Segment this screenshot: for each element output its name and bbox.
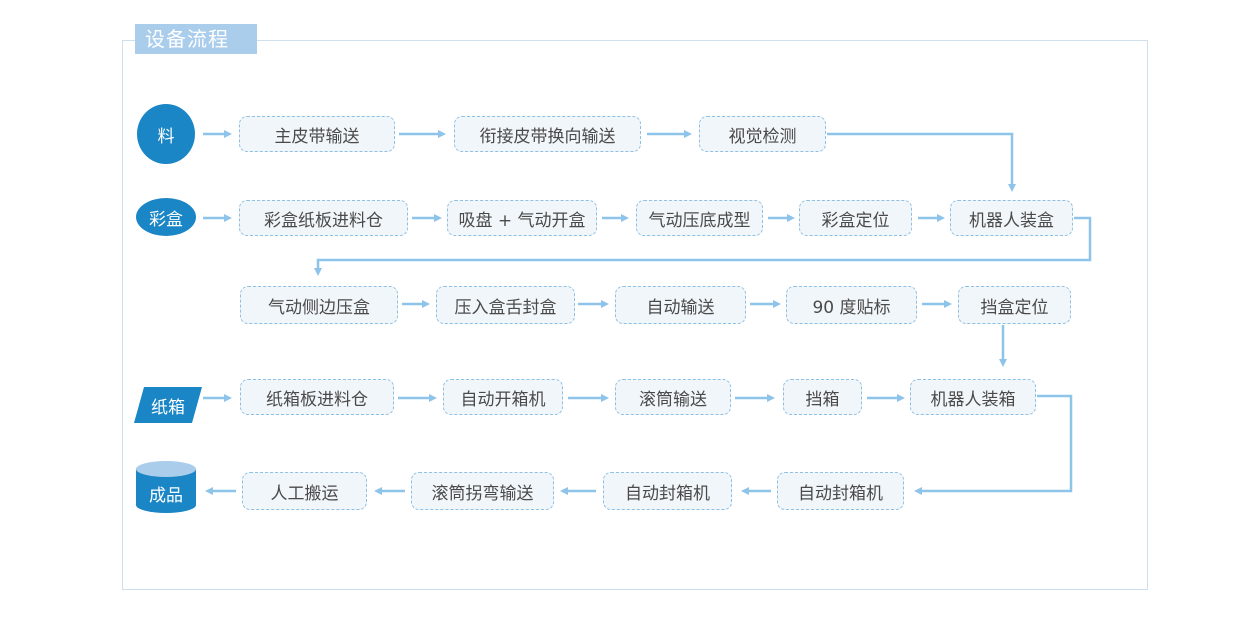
node-auto-carton-erector: 自动开箱机 xyxy=(443,379,563,415)
start-circle-shape xyxy=(137,104,195,164)
node-color-box-positioning: 彩盒定位 xyxy=(799,200,912,236)
node-90-degree-labeling: 90 度贴标 xyxy=(786,286,917,324)
start-color-box-label: 彩盒 xyxy=(149,209,183,230)
arrow-r2-wrap xyxy=(314,216,1092,276)
node-color-box-cardboard-feeder: 彩盒纸板进料仓 xyxy=(239,200,408,236)
node-main-belt: 主皮带输送 xyxy=(239,116,395,152)
node-tuck-seal: 压入盒舌封盒 xyxy=(436,286,575,324)
node-roller-turn-conveying: 滚筒拐弯输送 xyxy=(411,472,554,510)
node-pneumatic-bottom-forming: 气动压底成型 xyxy=(636,200,763,236)
node-pneumatic-side-press: 气动侧边压盒 xyxy=(240,286,398,324)
node-box-stop-positioning: 挡盒定位 xyxy=(958,286,1071,324)
start-carton-label: 纸箱 xyxy=(151,397,185,418)
diagram-frame xyxy=(122,40,1148,590)
start-material-label: 料 xyxy=(157,126,175,147)
end-finished-product-label: 成品 xyxy=(149,485,183,506)
node-robot-boxing: 机器人装盒 xyxy=(950,200,1073,236)
arrow-r1-down xyxy=(827,132,1016,192)
start-parallelogram-shape xyxy=(134,387,202,423)
node-robot-cartoning: 机器人装箱 xyxy=(910,379,1036,415)
node-auto-conveying: 自动输送 xyxy=(615,286,746,324)
node-roller-conveying: 滚筒输送 xyxy=(615,379,731,415)
node-auto-case-sealer-1: 自动封箱机 xyxy=(603,472,732,510)
end-cylinder-shape xyxy=(136,461,196,513)
node-suction-pneumatic-open: 吸盘 + 气动开盒 xyxy=(447,200,597,236)
arrow-r4-wrap xyxy=(914,394,1073,495)
node-vision-inspection: 视觉检测 xyxy=(699,116,826,152)
start-ellipse-shape xyxy=(136,198,196,236)
node-carton-stop: 挡箱 xyxy=(783,379,862,415)
node-transfer-belt: 衔接皮带换向输送 xyxy=(454,116,641,152)
node-auto-case-sealer-2: 自动封箱机 xyxy=(777,472,904,510)
node-carton-board-feeder: 纸箱板进料仓 xyxy=(240,379,394,415)
node-manual-handling: 人工搬运 xyxy=(242,472,367,510)
diagram-title: 设备流程 xyxy=(135,24,257,54)
